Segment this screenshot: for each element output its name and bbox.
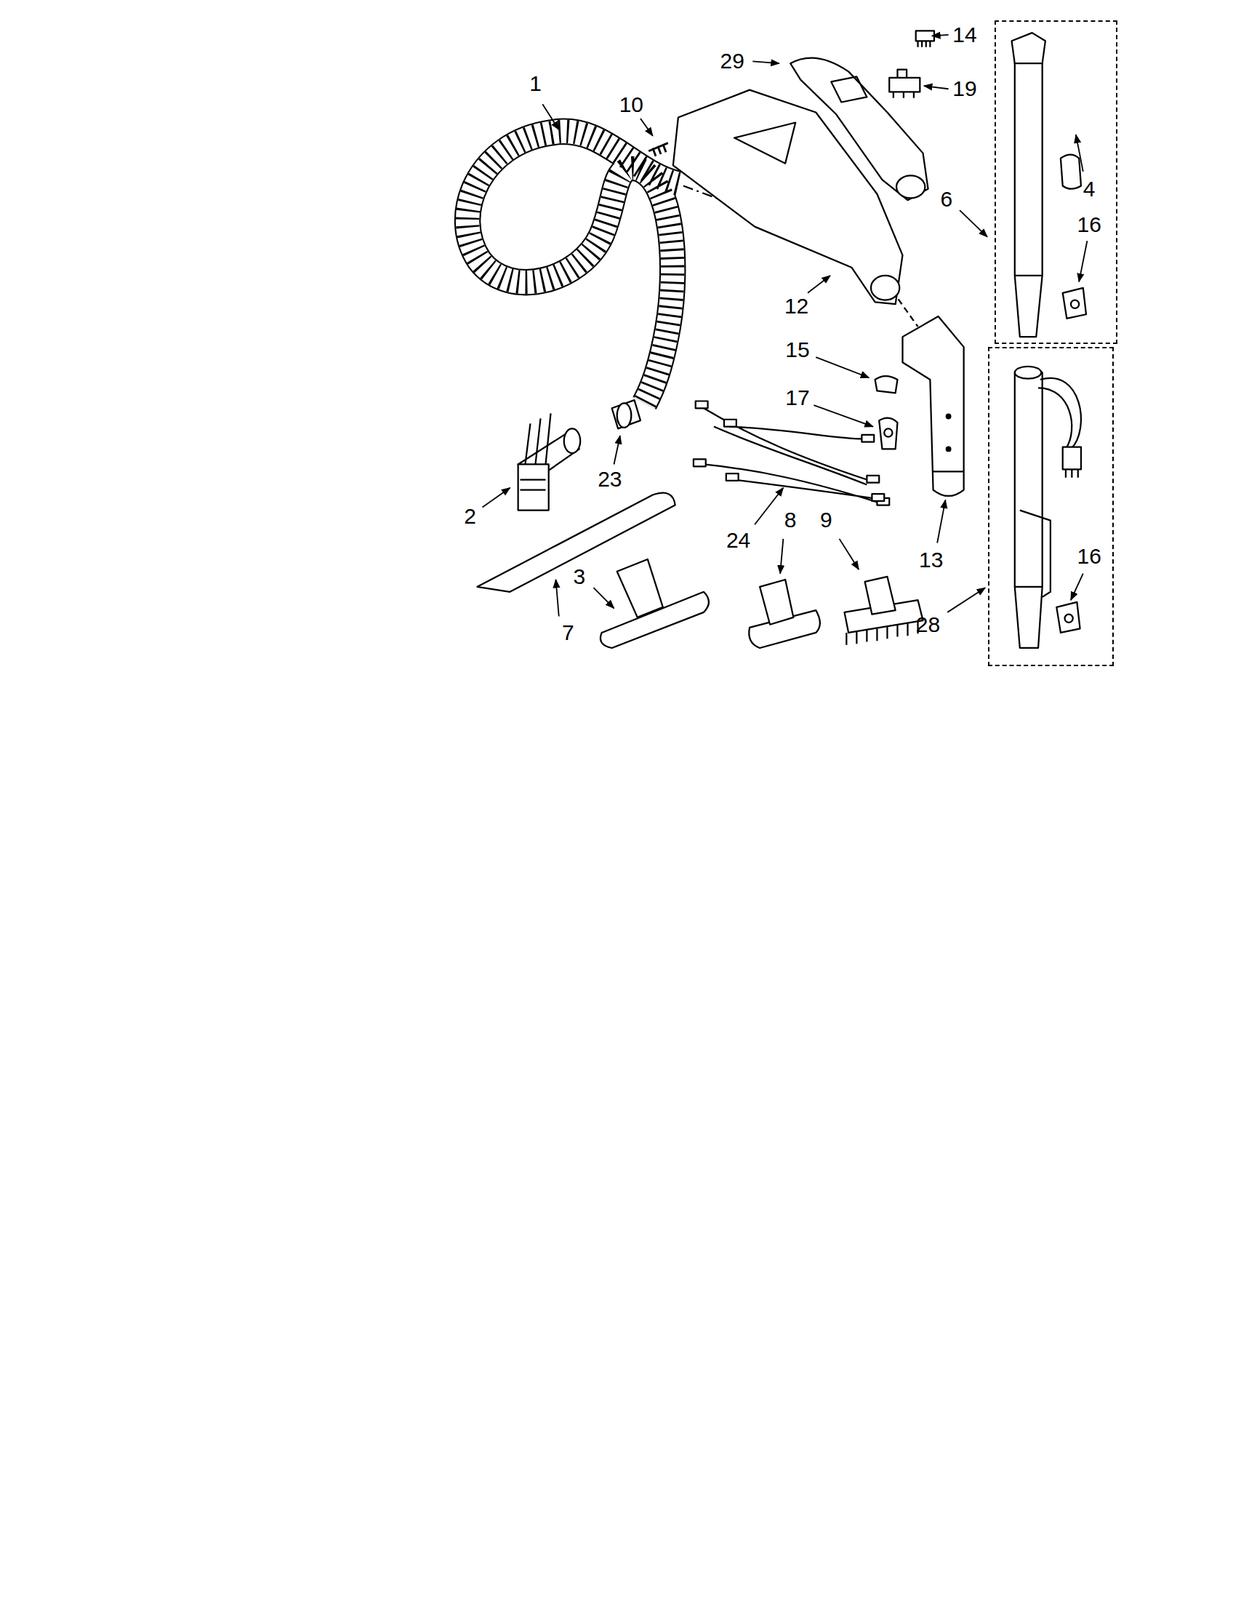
callout-number: 16 [1077, 213, 1102, 236]
leader-lines [482, 34, 1088, 617]
hose [467, 131, 679, 404]
callout-number: 15 [785, 338, 810, 361]
handle-cover [790, 58, 928, 201]
callout-number: 1 [529, 72, 542, 95]
wand-elbow [902, 316, 964, 496]
callout-number: 12 [784, 295, 809, 317]
callout-number: 7 [561, 621, 575, 644]
callout-number: 4 [1083, 178, 1096, 200]
callout-number: 3 [572, 565, 586, 588]
callout-number: 19 [952, 77, 977, 100]
upper-wand [1014, 50, 1043, 337]
callout-number: 29 [720, 50, 745, 72]
callout-number: 13 [918, 548, 943, 571]
callout-number: 28 [916, 613, 941, 636]
parts-group-box: 4 16 [994, 20, 1119, 344]
callout-number: 16 [1077, 545, 1102, 568]
callout-number: 10 [619, 93, 644, 116]
callout-number: 6 [940, 188, 953, 211]
parts-group-box: 16 [987, 346, 1114, 666]
callout-number: 24 [726, 529, 751, 552]
handle-detail [734, 122, 796, 164]
callout-number: 8 [784, 508, 797, 531]
callout-number: 17 [785, 386, 810, 409]
callout-number: 2 [463, 505, 477, 528]
callout-number: 9 [820, 508, 833, 531]
callout-number: 14 [952, 23, 977, 46]
swivel [518, 412, 581, 510]
wire-harness [693, 401, 890, 506]
callout-number: 23 [597, 468, 622, 491]
lower-wand [1014, 372, 1043, 648]
